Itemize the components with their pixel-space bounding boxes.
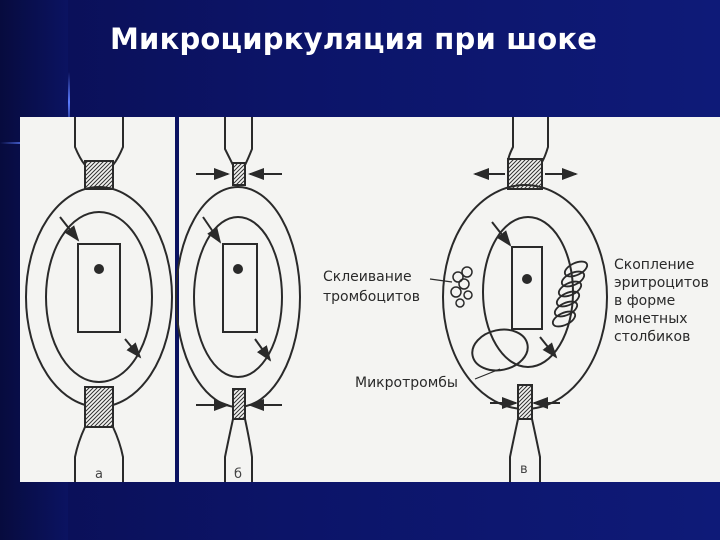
label-rbc-1: Скопление	[614, 257, 694, 273]
label-rbc-2: эритроцитов	[614, 275, 709, 291]
slide-title: Микроциркуляция при шоке	[110, 22, 598, 56]
accent-line-vertical	[68, 72, 70, 132]
microthrombi-leader-line	[474, 368, 501, 380]
label-microthrombi: Микротромбы	[355, 375, 458, 391]
panel-b-vessel	[175, 117, 301, 482]
panel-a-vessel	[25, 117, 173, 482]
accent-line-horizontal	[0, 142, 30, 144]
platelet-aggregate	[450, 266, 473, 308]
panel-c-cell-nucleus	[522, 274, 532, 284]
label-platelet-2: тромбоцитов	[323, 289, 420, 305]
label-rbc-5: столбиков	[614, 329, 690, 345]
rbc-rouleaux	[551, 260, 589, 328]
panel-a-letter: а	[95, 467, 103, 482]
microthrombus	[471, 328, 529, 372]
panel-b-cell-nucleus	[233, 264, 243, 274]
platelet-leader-line	[429, 278, 453, 283]
label-rbc-3: в форме	[614, 293, 675, 309]
label-platelet-1: Склеивание	[323, 269, 412, 285]
panel-c-letter: в	[520, 462, 528, 477]
panel-b-letter: б	[234, 467, 242, 482]
panel-bc-paper	[179, 117, 720, 482]
panel-c-vessel	[442, 117, 608, 482]
microcirculation-diagram: Склеивание тромбоцитов Скопление эритроц…	[20, 117, 720, 482]
panel-a-cell-nucleus	[94, 264, 104, 274]
label-rbc-4: монетных	[614, 311, 688, 327]
